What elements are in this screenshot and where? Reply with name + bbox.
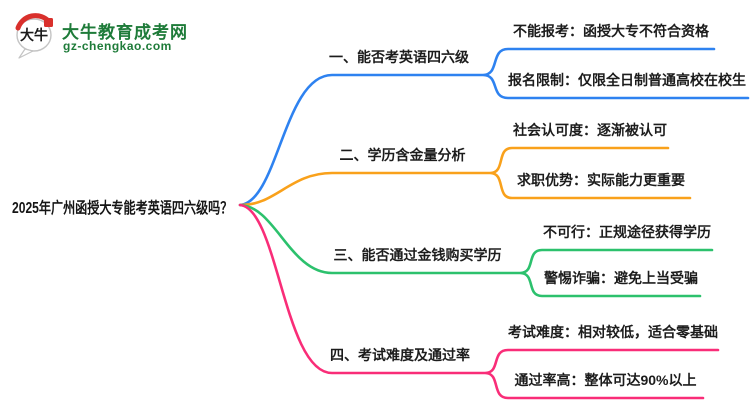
branch-1-label: 一、能否考英语四六级 (329, 49, 469, 65)
leaf-social-recognition: 社会认可度：逐渐被认可 (513, 122, 667, 138)
branch-3-label: 三、能否通过金钱购买学历 (333, 247, 502, 263)
logo-icon-text: 大牛 (20, 27, 48, 43)
branch-3-connector (238, 203, 714, 298)
leaf-registration-limit: 报名限制：仅限全日制普通高校在校生 (508, 72, 746, 88)
branch-4-label: 四、考试难度及通过率 (330, 347, 470, 363)
leaf-not-feasible: 不可行：正规途径获得学历 (543, 224, 711, 240)
daniu-logo-icon: 大牛 (15, 13, 53, 59)
leaf-beware-fraud: 警惕诈骗：避免上当受骗 (544, 270, 698, 286)
logo-red-seal (44, 18, 53, 27)
root-topic: 2025年广州函授大专能考英语四六级吗？ (12, 200, 233, 217)
branch-1-connector (238, 47, 750, 207)
leaf-exam-difficulty: 考试难度：相对较低，适合零基础 (508, 324, 718, 340)
branch-2-connector (238, 146, 692, 207)
branch-2-label: 二、学历含金量分析 (339, 147, 466, 163)
leaf-job-advantage: 求职优势：实际能力更重要 (517, 172, 685, 188)
leaf-cannot-register: 不能报考：函授大专不符合资格 (513, 23, 709, 39)
site-url: gz-chengkao.com (63, 39, 172, 53)
leaf-pass-rate: 通过率高：整体可达90%以上 (514, 372, 697, 388)
site-logo: 大牛 大牛教育成考网 gz-chengkao.com (10, 8, 210, 60)
site-name: 大牛教育成考网 (62, 23, 188, 42)
branch-4-connector (238, 203, 720, 400)
